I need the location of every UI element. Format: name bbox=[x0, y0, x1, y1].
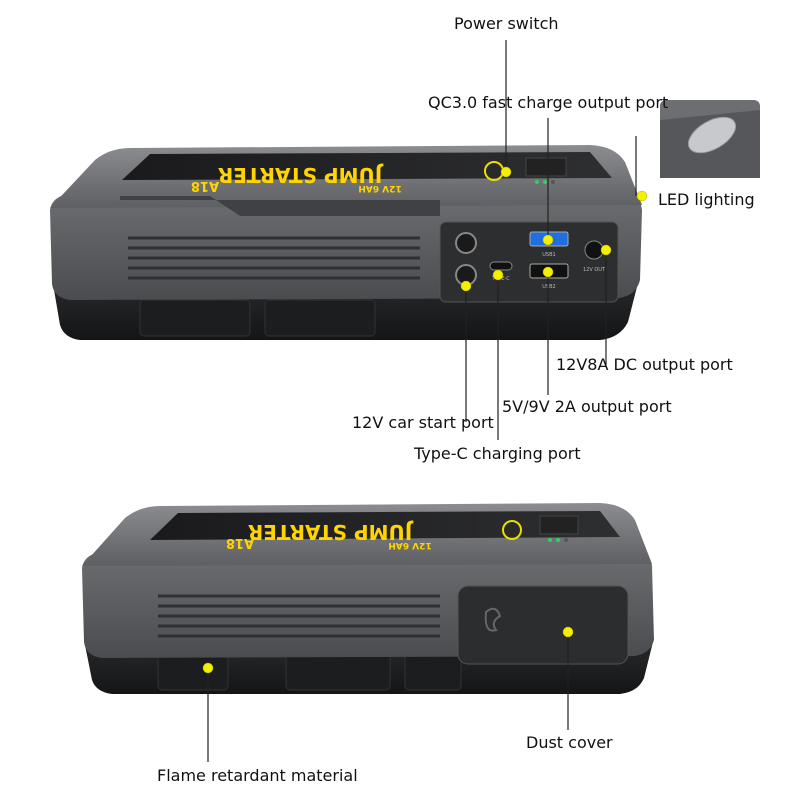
device-foot bbox=[285, 651, 391, 691]
callout-marker-dot bbox=[542, 266, 554, 278]
dust-cover bbox=[457, 585, 629, 665]
callout-led-lighting: LED lighting bbox=[658, 190, 755, 209]
callout-flame: Flame retardant material bbox=[157, 766, 358, 785]
usb1-port-label: USB1 bbox=[542, 252, 555, 258]
device-capacity-text: 12V 6AH bbox=[358, 183, 401, 193]
indicator-led-icon bbox=[535, 180, 539, 184]
dc-output-port-icon bbox=[584, 240, 604, 260]
dc-output-port-label: 12V OUT bbox=[583, 267, 606, 273]
callout-dc-port: 12V8A DC output port bbox=[556, 355, 733, 374]
usb2-port-label: USB2 bbox=[542, 284, 555, 290]
callout-marker-dot bbox=[460, 280, 472, 292]
device-mini-display bbox=[539, 515, 579, 535]
device-model-text: A18 bbox=[226, 535, 254, 550]
callout-marker-dot bbox=[492, 269, 504, 281]
led-lens-icon bbox=[687, 116, 737, 154]
callout-marker-dot bbox=[600, 244, 612, 256]
callout-qc-port: QC3.0 fast charge output port bbox=[428, 93, 669, 112]
car-start-port-icon bbox=[455, 232, 477, 254]
callout-dust-cover: Dust cover bbox=[526, 733, 613, 752]
led-zoom-inset bbox=[660, 100, 760, 178]
power-button-icon bbox=[502, 520, 522, 540]
callout-car-start: 12V car start port bbox=[352, 413, 494, 432]
device-mini-display bbox=[525, 157, 567, 177]
device-name-text: JUMP STARTER bbox=[248, 520, 414, 544]
indicator-led-icon bbox=[551, 180, 555, 184]
callout-marker-dot bbox=[500, 166, 512, 178]
callout-marker-dot bbox=[542, 234, 554, 246]
device-front-open: A18 JUMP STARTER 12V 6AH TYPE-C bbox=[50, 145, 642, 340]
device-foot bbox=[404, 651, 462, 691]
device-vents bbox=[128, 236, 420, 280]
callout-marker-dot bbox=[562, 626, 574, 638]
typec-port-icon bbox=[489, 261, 513, 271]
device-brand-text: A18 JUMP STARTER 12V 6AH bbox=[191, 163, 402, 193]
device-groove bbox=[120, 196, 440, 216]
callout-usb-port: 5V/9V 2A output port bbox=[502, 397, 672, 416]
device-foot bbox=[139, 299, 251, 337]
device-vents bbox=[158, 594, 440, 638]
dust-cover-logo-icon bbox=[484, 607, 502, 632]
port-panel bbox=[439, 221, 619, 303]
indicator-led-icon bbox=[556, 538, 560, 542]
callout-typec: Type-C charging port bbox=[414, 444, 581, 463]
device-front-closed: A18 JUMP STARTER 12V 6AH bbox=[82, 503, 654, 694]
indicator-led-icon bbox=[548, 538, 552, 542]
device-foot bbox=[264, 299, 376, 337]
device-brand-text: A18 JUMP STARTER 12V 6AH bbox=[226, 520, 432, 550]
device-top-screen bbox=[122, 152, 612, 180]
indicator-led-icon bbox=[543, 180, 547, 184]
callout-marker-dot bbox=[636, 190, 648, 202]
leader-lines bbox=[207, 40, 637, 762]
callout-power-switch: Power switch bbox=[454, 14, 559, 33]
callout-marker-dot bbox=[202, 662, 214, 674]
indicator-led-icon bbox=[564, 538, 568, 542]
callout-markers bbox=[202, 166, 648, 674]
device-name-text: JUMP STARTER bbox=[218, 163, 384, 187]
device-model-text: A18 bbox=[191, 178, 219, 193]
device-capacity-text: 12V 6AH bbox=[388, 540, 431, 550]
